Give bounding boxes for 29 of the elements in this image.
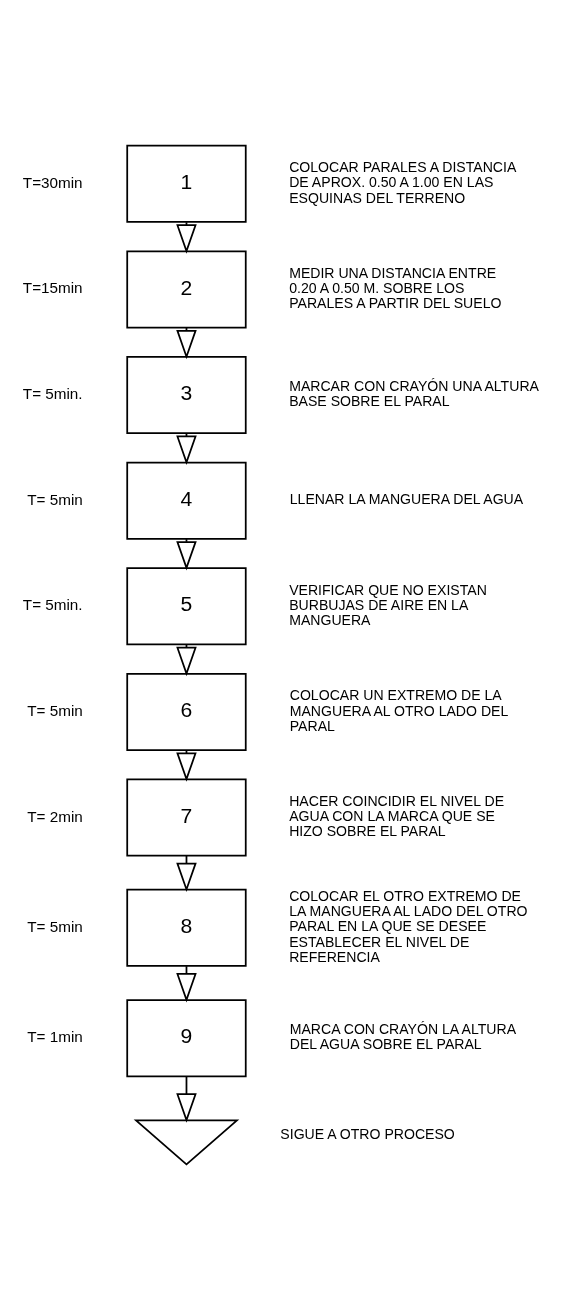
node-box: 8 [126,888,247,967]
node-box: 7 [126,778,247,857]
node-label: T= 5min. [22,384,83,402]
node-box: 9 [126,998,247,1077]
node-label: T= 1min [27,1027,83,1045]
node-box: 4 [126,461,247,540]
node-arrow [133,1118,240,1165]
node-label: T= 5min [27,917,83,935]
node-box: 6 [126,672,247,751]
node-label: T= 2min [27,807,83,825]
node-label: COLOCAR PARALES A DISTANCIA DE APROX. 0.50 A 1.00 EN LAS ESQUINAS DEL TERRENO [289,158,517,206]
node-label: COLOCAR EL OTRO EXTREMO DE LA MANGUERA AL LADO DEL OTRO PARAL EN LA QUE SE DESEE ESTABLECER EL NIVEL DE REFERENCIA [289,887,528,965]
node-label: T=15min [22,278,83,296]
node-box: 5 [126,566,247,645]
node-label: MARCAR CON CRAYÓN UNA ALTURA BASE SOBRE EL PARAL [289,377,539,409]
node-label: T= 5min [27,701,83,719]
node-label: T= 5min. [22,595,83,613]
node-label: VERIFICAR QUE NO EXISTAN BURBUJAS DE AIRE EN LA MANGUERA [289,581,487,628]
node-label: T=30min [22,173,83,191]
node-label: SIGUE A OTRO PROCESO [280,1125,455,1142]
node-box: 2 [126,249,247,328]
node-label: T= 5min [27,490,83,508]
node-label: MARCA CON CRAYÓN LA ALTURA DEL AGUA SOBRE EL PARAL [289,1020,517,1052]
node-label: LLENAR LA MANGUERA DEL AGUA [289,490,524,507]
node-label: COLOCAR UN EXTREMO DE LA MANGUERA AL OTRO LADO DEL PARAL [289,686,509,734]
node-label: MEDIR UNA DISTANCIA ENTRE 0.20 A 0.50 M. SOBRE LOS PARALES A PARTIR DEL SUELO [289,264,502,311]
node-box: 1 [126,144,247,223]
node-box: 3 [126,355,247,434]
node-label: HACER COINCIDIR EL NIVEL DE AGUA CON LA MARCA QUE SE HIZO SOBRE EL PARAL [289,792,505,839]
